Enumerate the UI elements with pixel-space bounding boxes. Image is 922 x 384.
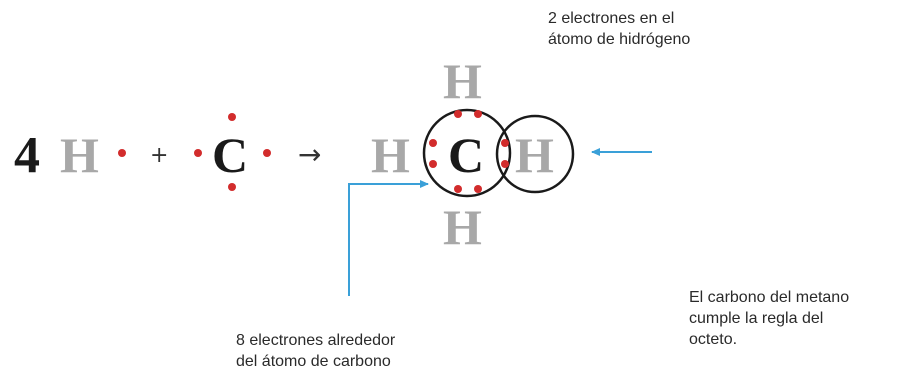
methane-electron-dot — [474, 110, 482, 118]
methane-electron-dot — [501, 160, 509, 168]
methane-electron-dot — [474, 185, 482, 193]
methane-carbon-symbol: C — [448, 127, 484, 183]
carbon-electrons-label: 8 electrones alrededor del átomo de carb… — [236, 332, 396, 370]
methane-electron-dot — [429, 139, 437, 147]
octet-rule-note: El carbono del metano cumple la regla de… — [689, 289, 850, 348]
coefficient-four: 4 — [14, 127, 40, 184]
methane-hydrogen-right: H — [515, 127, 554, 183]
plus-sign: + — [150, 143, 168, 168]
methane-hydrogen-left: H — [371, 127, 410, 183]
methane-hydrogen-top: H — [443, 53, 482, 109]
reaction-arrow: → — [298, 138, 321, 171]
carbon-electron-dot-right — [263, 149, 271, 157]
methane-electron-dot — [429, 160, 437, 168]
hydrogen-electrons-label: 2 electrones en el átomo de hidrógeno — [548, 10, 691, 48]
carbon-callout-line — [348, 180, 429, 296]
methane-hydrogen-bottom: H — [443, 199, 482, 255]
methane-electron-dot — [501, 139, 509, 147]
carbon-electron-dot-bottom — [228, 183, 236, 191]
carbon-electron-dot-left — [194, 149, 202, 157]
hydrogen-duet-ring — [495, 114, 575, 194]
methane-electron-dot — [454, 185, 462, 193]
reactant-hydrogen-symbol: H — [60, 127, 99, 183]
hydrogen-electron-dot — [118, 149, 126, 157]
methane-electron-dot — [454, 110, 462, 118]
carbon-electron-dot-top — [228, 113, 236, 121]
carbon-octet-ring — [422, 108, 512, 198]
reactant-carbon-symbol: C — [212, 127, 248, 183]
